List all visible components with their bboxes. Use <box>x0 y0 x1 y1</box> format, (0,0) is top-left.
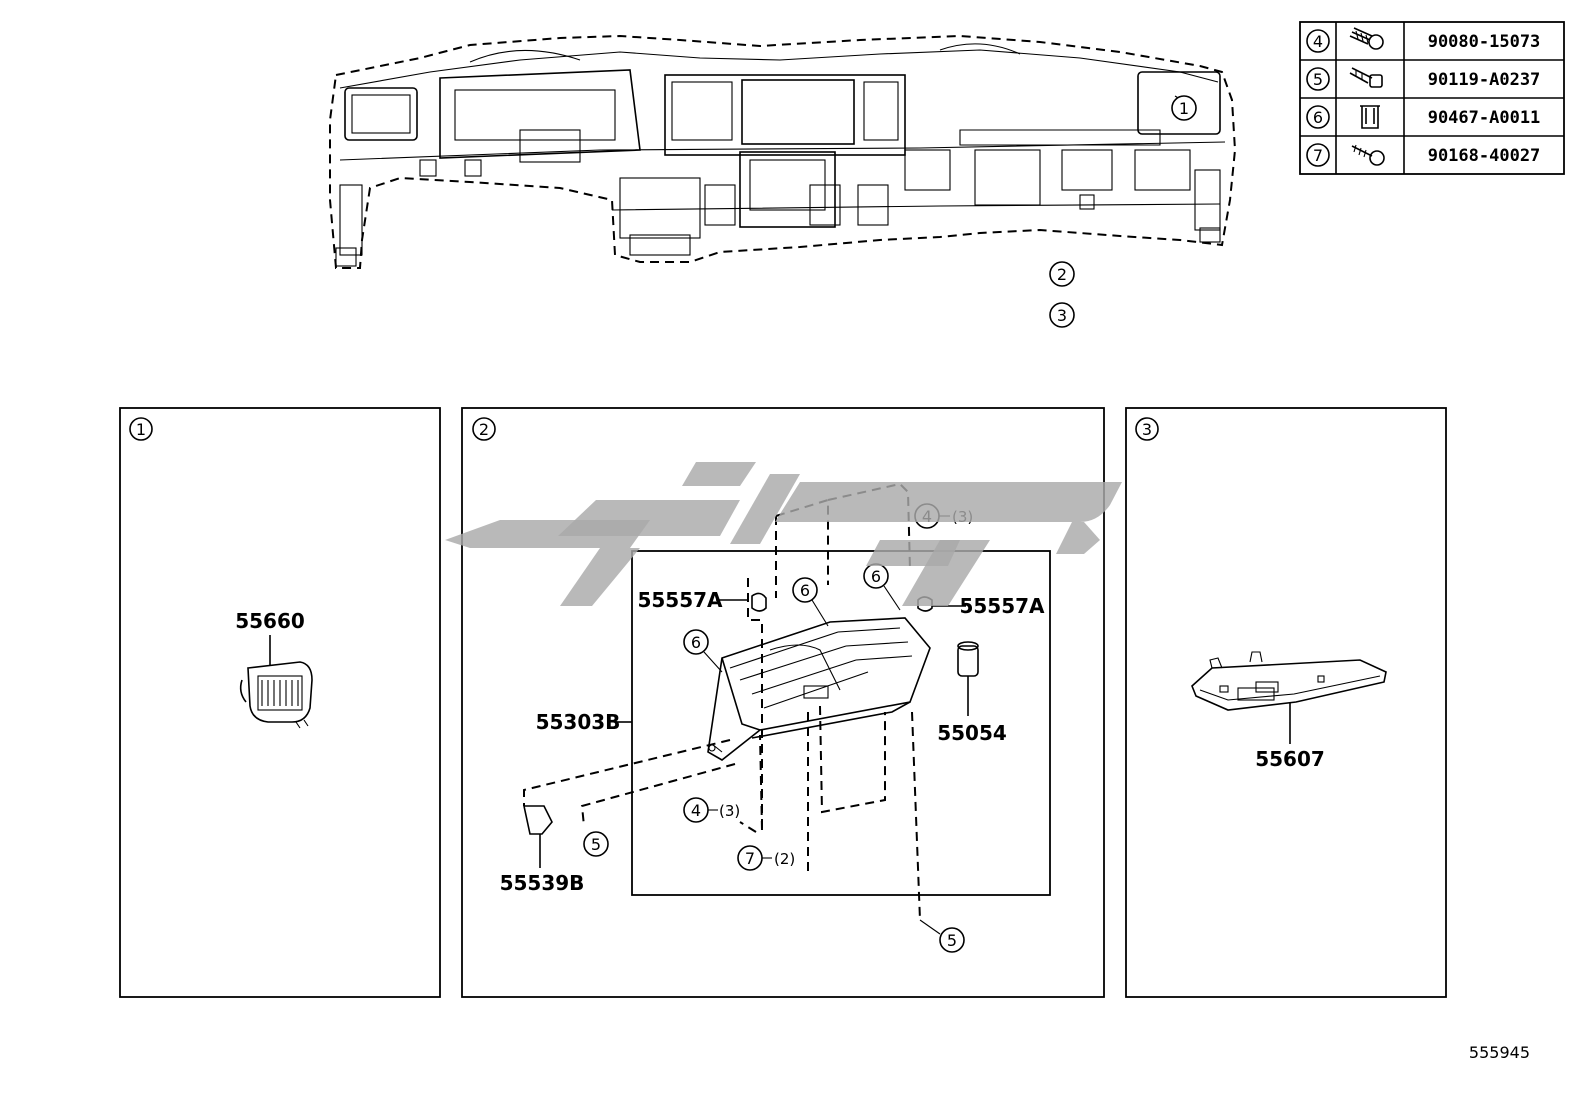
svg-text:3: 3 <box>1142 420 1152 439</box>
part-label-55539b: 55539B <box>500 871 585 895</box>
ref-number: 7 <box>1313 146 1323 165</box>
svg-text:6: 6 <box>691 633 701 652</box>
overview-callout: 3 <box>1049 302 1075 328</box>
table-row: 6 90467-A0011 <box>1306 105 1541 129</box>
svg-text:(2): (2) <box>774 850 795 868</box>
callout-4-bottom: 4 (3) <box>683 797 740 823</box>
svg-text:3: 3 <box>1057 306 1067 325</box>
callout-6-right: 6 <box>863 563 901 611</box>
ref-number: 6 <box>1313 108 1323 127</box>
overview-callout: 2 <box>1049 261 1075 287</box>
svg-text:7: 7 <box>745 849 755 868</box>
damper-illustration <box>957 641 979 716</box>
svg-text:1: 1 <box>136 420 146 439</box>
part-number: 90119-A0237 <box>1428 70 1541 90</box>
panel-ref-badge <box>129 417 153 441</box>
table-row: 7 90168-40027 <box>1306 143 1541 167</box>
clip-icon <box>1360 105 1380 129</box>
svg-text:1: 1 <box>1179 99 1189 118</box>
ref-badge <box>1306 105 1330 129</box>
callout-6-center: 6 <box>792 577 829 627</box>
callout-6-left: 6 <box>683 629 723 673</box>
svg-text:2: 2 <box>1057 265 1067 284</box>
svg-text:4: 4 <box>691 801 701 820</box>
fastener-table: 4 90080-15073 5 90119-A0237 6 <box>1299 21 1565 175</box>
ref-badge <box>1306 29 1330 53</box>
svg-text:6: 6 <box>800 581 810 600</box>
part-label-55607: 55607 <box>1255 747 1325 771</box>
part-number: 90467-A0011 <box>1428 108 1541 128</box>
bolt-icon <box>1349 27 1384 50</box>
part-label-55557a-right: 55557A <box>959 594 1045 618</box>
watermark-logo <box>445 462 1122 606</box>
part-label-55557a-left: 55557A <box>637 588 723 612</box>
callout-5-right: 5 <box>919 919 965 953</box>
panel-3: 3 55607 <box>1125 407 1447 998</box>
instrument-panel-illustration <box>329 34 1237 269</box>
air-vent-illustration <box>239 661 313 729</box>
part-label-55660: 55660 <box>235 609 305 633</box>
screw-icon <box>1351 144 1385 166</box>
glove-box-illustration <box>707 617 931 761</box>
overview-callout: 1 <box>1171 95 1197 121</box>
svg-text:(3): (3) <box>719 802 740 820</box>
callout-5-left: 5 <box>583 831 609 857</box>
part-number: 90080-15073 <box>1428 32 1541 52</box>
table-row: 4 90080-15073 <box>1306 27 1541 53</box>
cushion-illustration <box>523 805 553 868</box>
stopper-illustration <box>751 592 767 612</box>
bolt-icon <box>1349 67 1383 88</box>
ref-badge <box>1306 67 1330 91</box>
lower-panel-illustration <box>1191 651 1387 711</box>
part-number: 90168-40027 <box>1428 146 1541 166</box>
part-label-55303b: 55303B <box>536 710 621 734</box>
part-label-55054: 55054 <box>937 721 1007 745</box>
callout-7: 7 (2) <box>737 845 795 871</box>
svg-text:5: 5 <box>947 931 957 950</box>
svg-text:6: 6 <box>871 567 881 586</box>
table-row: 5 90119-A0237 <box>1306 67 1541 91</box>
ref-number: 4 <box>1313 32 1323 51</box>
ref-badge <box>1306 143 1330 167</box>
svg-text:5: 5 <box>591 835 601 854</box>
panel-1: 1 55660 <box>119 407 441 998</box>
panel-2: 2 55303B 55557A <box>461 407 1105 998</box>
ref-number: 5 <box>1313 70 1323 89</box>
diagram-id: 555945 <box>1469 1043 1530 1062</box>
panel-ref-badge <box>1135 417 1159 441</box>
panel-ref-badge <box>472 417 496 441</box>
svg-text:2: 2 <box>479 420 489 439</box>
